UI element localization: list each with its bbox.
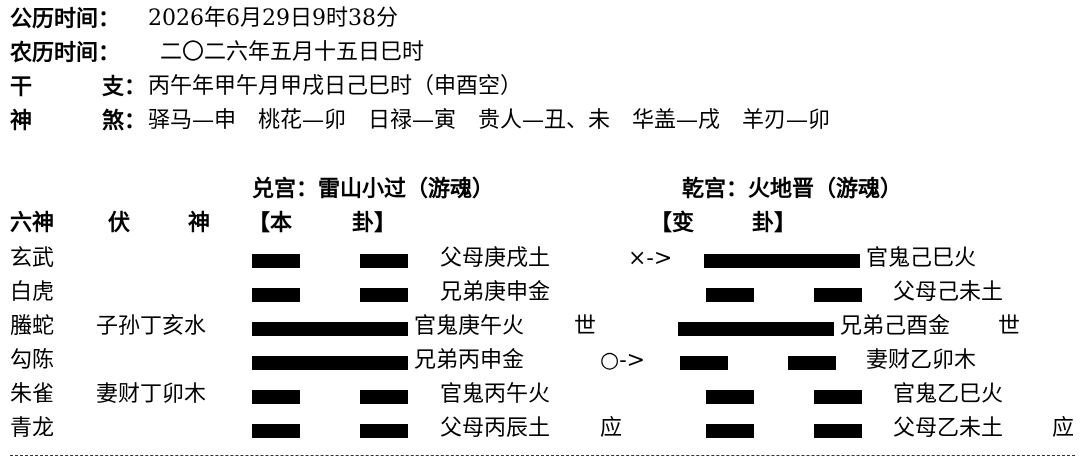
yin-bar-right <box>360 254 408 268</box>
solar-time-value: 2026年6月29日9时38分 <box>148 6 398 31</box>
bian-yao-label: 官鬼己巳火 <box>866 246 977 271</box>
fushen-label: 子孙丁亥水 <box>96 314 207 339</box>
ben-yao-label: 兄弟丙申金 <box>414 348 525 373</box>
yin-bar-left <box>252 424 300 438</box>
bian-gua-header-2: 卦】 <box>752 210 797 236</box>
change-marker: ×-> <box>628 246 673 271</box>
yin-bar-right <box>814 288 862 302</box>
liushen-name: 螣蛇 <box>10 314 55 339</box>
yin-bar-right <box>788 356 836 370</box>
bian-gua-header-1: 【变 <box>650 210 695 236</box>
bian-yao-label: 妻财乙卯木 <box>866 348 977 373</box>
fushen-label: 妻财丁卯木 <box>96 382 207 407</box>
yin-bar-right <box>360 288 408 302</box>
ben-yao-label: 兄弟庚申金 <box>440 280 551 305</box>
ganzhi-value: 丙午年甲午月甲戌日己巳时（申酉空） <box>148 74 523 99</box>
bottom-divider <box>10 455 1075 457</box>
yang-bar <box>252 356 408 370</box>
col-fushen-1: 伏 <box>108 210 131 236</box>
bian-shiying-mark: 应 <box>1052 416 1075 441</box>
yang-bar <box>704 254 860 268</box>
change-marker: ○-> <box>600 348 646 373</box>
yin-bar-left <box>706 288 754 302</box>
bian-gua-title: 乾宫：火地晋（游魂） <box>682 176 903 202</box>
bian-yao-label: 官鬼乙巳火 <box>893 382 1004 407</box>
ben-yao-label: 父母丙辰土 <box>440 416 551 441</box>
bian-yao-label: 兄弟己酉金 <box>840 314 951 339</box>
shensha-label-2: 煞： <box>102 108 147 134</box>
yin-bar-left <box>706 424 754 438</box>
solar-time-label: 公历时间： <box>10 6 121 32</box>
ben-gua-header-1: 【本 <box>248 210 293 236</box>
yin-bar-left <box>680 356 728 370</box>
col-liushen: 六神 <box>10 210 55 236</box>
shensha-value: 驿马—申 桃花—卯 日禄—寅 贵人—丑、未 华盖—戌 羊刃—卯 <box>148 108 831 133</box>
liushen-name: 朱雀 <box>10 382 55 407</box>
ben-yao-label: 官鬼丙午火 <box>440 382 551 407</box>
liushen-name: 玄武 <box>10 246 55 271</box>
yang-bar <box>678 322 834 336</box>
liushen-name: 白虎 <box>10 280 55 305</box>
yin-bar-left <box>252 288 300 302</box>
lunar-time-value: 二〇二六年五月十五日巳时 <box>160 40 425 65</box>
liushen-name: 青龙 <box>10 416 55 441</box>
ben-gua-header-2: 卦】 <box>352 210 397 236</box>
yin-bar-left <box>252 254 300 268</box>
ben-gua-title: 兑宫：雷山小过（游魂） <box>252 176 495 202</box>
yin-bar-right <box>360 390 408 404</box>
liushen-name: 勾陈 <box>10 348 55 373</box>
yin-bar-left <box>252 390 300 404</box>
yang-bar <box>252 322 408 336</box>
yin-bar-right <box>360 424 408 438</box>
lunar-time-label: 农历时间： <box>10 40 121 66</box>
ben-yao-label: 父母庚戌土 <box>440 246 551 271</box>
col-fushen-2: 神 <box>188 210 211 236</box>
bian-shiying-mark: 世 <box>998 314 1021 339</box>
ben-shiying-mark: 应 <box>600 416 623 441</box>
yin-bar-right <box>814 424 862 438</box>
yin-bar-left <box>706 390 754 404</box>
bian-yao-label: 父母乙未土 <box>893 416 1004 441</box>
ben-shiying-mark: 世 <box>574 314 597 339</box>
ganzhi-label-1: 干 <box>10 74 33 100</box>
bian-yao-label: 父母己未土 <box>893 280 1004 305</box>
shensha-label-1: 神 <box>10 108 33 134</box>
ben-yao-label: 官鬼庚午火 <box>414 314 525 339</box>
yin-bar-right <box>814 390 862 404</box>
ganzhi-label-2: 支： <box>102 74 147 100</box>
